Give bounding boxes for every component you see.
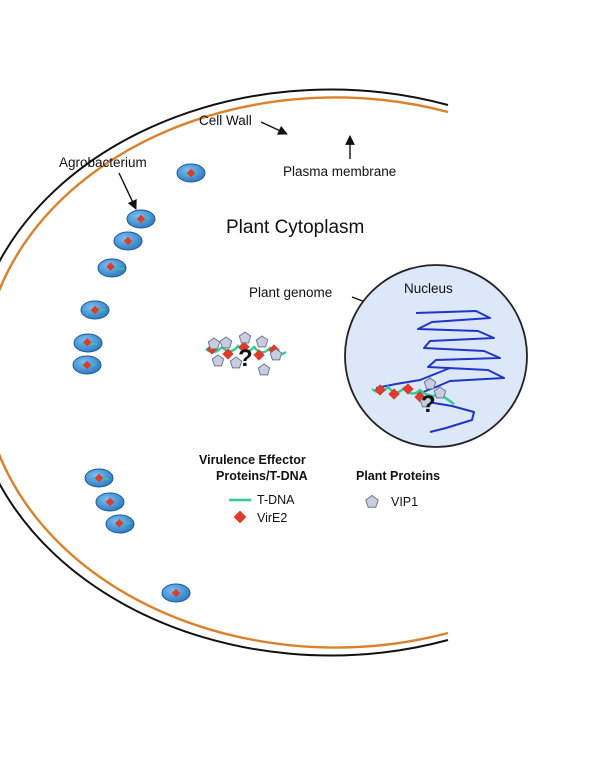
- agrobacterium-cell: [84, 468, 114, 488]
- agrobacterium-cell: [95, 492, 125, 512]
- plant-genome-chromatin: [375, 310, 505, 433]
- vip1-protein: [433, 386, 447, 399]
- agrobacterium-cell: [161, 583, 191, 603]
- agrobacterium-cell: [73, 333, 103, 353]
- legend-plant-heading: Plant Proteins: [356, 469, 440, 483]
- agrobacterium-label: Agrobacterium: [59, 155, 147, 170]
- vip1-protein: [211, 354, 225, 367]
- agrobacterium-cell: [72, 355, 102, 375]
- vip1-protein: [219, 336, 233, 349]
- legend-effector-heading-line2: Proteins/T-DNA: [216, 469, 308, 483]
- agrobacterium-cell: [80, 300, 110, 320]
- legend-tdna-label: T-DNA: [257, 493, 295, 507]
- vip1-protein: [269, 348, 283, 361]
- legend-vip1-label: VIP1: [391, 495, 418, 509]
- vip1-protein: [423, 377, 437, 390]
- legend-vire2-swatch: [233, 510, 247, 524]
- vip1-protein: [257, 363, 271, 376]
- agrobacterium-arrow: [118, 172, 137, 210]
- unknown-mark-cytoplasm: ?: [238, 345, 253, 372]
- vip1-protein: [238, 331, 252, 344]
- plasma-membrane: [0, 96, 449, 649]
- vip1-protein: [207, 337, 221, 350]
- plasma-membrane-label: Plasma membrane: [283, 164, 396, 179]
- vip1-protein: [229, 356, 243, 369]
- agrobacterium-cell: [105, 514, 135, 534]
- unknown-mark-nucleus: ?: [421, 391, 436, 418]
- nucleus: [344, 264, 528, 448]
- cell-wall-arrow: [260, 121, 288, 135]
- agrobacterium-cell: [97, 258, 127, 278]
- agrobacterium-cell: [126, 209, 156, 229]
- agrobacterium-cell: [176, 163, 206, 183]
- vip1-protein: [419, 395, 433, 408]
- cytoplasm-label: Plant Cytoplasm: [226, 217, 364, 238]
- cell-wall: [0, 88, 449, 657]
- agrobacterium-cell: [113, 231, 143, 251]
- legend-vire2-label: VirE2: [257, 511, 287, 525]
- legend-vip1-swatch: [365, 494, 379, 508]
- plant-genome-label: Plant genome: [249, 285, 332, 300]
- legend: Virulence Effector Proteins/T-DNA Plant …: [199, 453, 440, 525]
- cytoplasm-t-complex: ?: [205, 331, 287, 376]
- agrobacterium-cells: [72, 163, 206, 603]
- legend-effector-heading-line1: Virulence Effector: [199, 453, 306, 467]
- nucleus-label: Nucleus: [404, 281, 453, 296]
- cell-wall-label: Cell Wall: [199, 113, 252, 128]
- vip1-protein: [255, 335, 269, 348]
